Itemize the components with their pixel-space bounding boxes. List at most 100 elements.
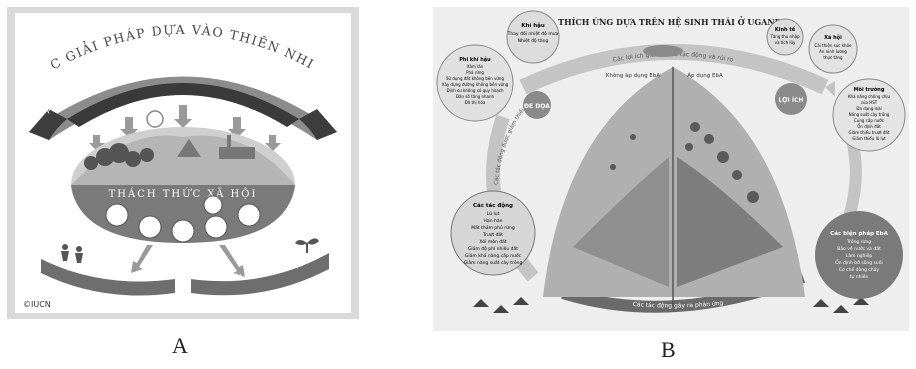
environment-items: Khả năng chống chịu của HST Đa dạng loài…	[848, 94, 891, 141]
eba-measures-title: Các biện pháp EbA	[830, 230, 888, 237]
non-climate-circle	[436, 44, 514, 122]
impacts-item-8: Giảm năng suất cây trồng	[464, 258, 523, 266]
impacts-title: Các tác động	[473, 202, 513, 209]
uganda-title: THÍCH ỨNG DỰA TRÊN HỆ SINH THÁI Ở UGANDA	[558, 17, 788, 27]
eba-item-5: Cơ chế dòng chảy	[839, 266, 880, 273]
social-item-3: thực tăng	[823, 55, 843, 60]
threat-circle	[523, 91, 551, 119]
panel-a-svg: CÁC GIẢI PHÁP DỰA VÀO THIÊN NHIÊN Phục h…	[7, 7, 351, 313]
environment-item-5: Cung cấp nước	[854, 118, 884, 123]
impacts-item-6: Giảm độ phì nhiêu đất	[468, 245, 518, 252]
restored-slope	[677, 157, 783, 287]
impacts-item-3: Mất thảm phủ rừng	[471, 224, 515, 231]
non-climate-items: Xâm lấn Phá rừng Sử dụng đất không bền v…	[442, 64, 509, 105]
arc-segment-left	[29, 109, 67, 140]
non-climate-item-4: Xây dựng đường không bền vững	[442, 82, 509, 87]
trees-icon	[610, 122, 759, 203]
challenge-icons	[105, 195, 261, 243]
degraded-slope	[573, 157, 669, 287]
non-climate-title: Phi khí hậu	[459, 56, 491, 63]
non-climate-item-6: Dân số tăng nhanh	[456, 94, 495, 99]
arc-item-3: Cơ sở hạ tầng	[163, 65, 213, 75]
trees-icon	[84, 143, 154, 170]
environment-circle	[832, 78, 906, 152]
climate-item-2: Nhiệt độ tăng	[518, 37, 549, 44]
economic-title: Kinh tế	[775, 26, 796, 33]
arc-band	[29, 76, 337, 140]
eba-item-1: Trồng rừng	[846, 237, 871, 245]
social-item-1: Cải thiện sức khỏe	[815, 43, 852, 48]
chimney-icon	[227, 135, 231, 147]
benefit-label: LỢI ÍCH	[778, 96, 803, 104]
climate-circle	[506, 10, 560, 64]
challenges-title: THÁCH THỨC XÃ HỘI	[109, 188, 258, 200]
social-circle	[808, 24, 858, 74]
economic-circle	[766, 18, 804, 56]
eba-item-4: Ổn định bờ sông suối	[835, 258, 883, 266]
economic-item-1: Tăng thu nhập	[769, 34, 800, 39]
eba-measures-items: Trồng rừng Bảo vệ nước và đất Lâm nghiệp…	[835, 237, 883, 280]
subtitle-band	[67, 83, 299, 127]
impacts-item-7: Giảm khả năng cấp nước	[465, 252, 522, 259]
huts-icon	[473, 297, 869, 313]
impacts-circle	[450, 190, 536, 276]
climate-item-1: Thay đổi nhiệt độ mưa	[507, 30, 559, 37]
challenge-icon-5	[237, 203, 261, 227]
non-climate-item-2: Phá rừng	[466, 70, 484, 75]
environment-item-1: Khả năng chống chịu	[848, 94, 891, 99]
impacts-item-1: Lũ lụt	[487, 211, 500, 217]
iucn-credit: ©IUCN	[23, 300, 51, 309]
non-climate-item-5: Định cư không có quy hoạch	[446, 88, 503, 93]
wellbeing-band	[41, 259, 175, 296]
label-a: A	[172, 333, 188, 358]
arc-segment-right	[299, 109, 337, 140]
with-eba-label: Áp dụng EbA	[687, 72, 723, 79]
without-eba-label: Không áp dụng EbA	[606, 72, 660, 79]
outcome-arrows	[131, 245, 245, 277]
panel-b-diagram: THÍCH ỨNG DỰA TRÊN HỆ SINH THÁI Ở UGANDA…	[433, 7, 909, 331]
landscape-mound	[543, 67, 805, 297]
down-arrows	[89, 105, 281, 151]
environment-item-2: của HST	[861, 100, 878, 105]
challenges-area	[71, 185, 295, 243]
challenge-icon-4	[204, 215, 228, 239]
environment-item-8: Giảm thiểu lũ lụt	[852, 136, 886, 141]
top-arrow-head	[825, 81, 835, 97]
eba-item-3: Lâm nghiệp	[846, 252, 873, 259]
challenge-icon-2	[138, 215, 162, 239]
climate-title: Khí hậu	[521, 22, 545, 29]
threat-label: ĐE DỌA	[524, 103, 550, 110]
impacts-item-2: Hạn hán	[484, 217, 503, 224]
impacts-item-4: Trượt đất	[482, 231, 503, 238]
environment-item-3: Đa dạng loài	[856, 106, 881, 111]
people-icon	[61, 244, 83, 263]
eba-item-6: tự nhiên	[850, 273, 869, 280]
non-climate-item-7: Đô thị hóa	[465, 100, 486, 105]
sun-icon	[146, 110, 164, 128]
environment-item-6: Ổn định đất	[857, 124, 881, 129]
economic-item-2: và tích lũy	[775, 40, 796, 45]
biodiversity-band	[191, 253, 329, 296]
non-climate-item-1: Xâm lấn	[467, 64, 484, 69]
impacts-item-5: Xói mòn đất	[479, 238, 507, 245]
environment-title: Môi trường	[854, 86, 885, 93]
social-title: Xã hội	[824, 34, 842, 41]
environment-item-7: Giảm thiểu trượt đất	[849, 130, 890, 135]
eba-measures-circle	[815, 211, 903, 299]
challenge-icon-6	[203, 195, 223, 215]
benefit-circle	[775, 83, 807, 115]
bottom-arrow-label: Các tác động gây ra phản ứng	[632, 300, 723, 310]
social-item-2: An ninh lương	[819, 49, 847, 54]
impacts-items: Lũ lụt Hạn hán Mất thảm phủ rừng Trượt đ…	[464, 211, 523, 266]
label-b: B	[661, 337, 676, 362]
challenge-icon-3	[171, 219, 195, 243]
cloud-icon	[643, 45, 683, 57]
plant-icon	[295, 238, 319, 253]
mountain-icon	[177, 139, 201, 157]
environment-item-4: Năng suất cây trồng	[849, 112, 890, 117]
non-climate-item-3: Sử dụng đất không bền vững	[446, 76, 504, 81]
eba-item-2: Bảo vệ nước và đất	[837, 245, 881, 252]
factory-icon	[219, 147, 255, 159]
panel-a-diagram: CÁC GIẢI PHÁP DỰA VÀO THIÊN NHIÊN Phục h…	[7, 7, 359, 319]
panel-b-svg: THÍCH ỨNG DỰA TRÊN HỆ SINH THÁI Ở UGANDA…	[436, 10, 906, 313]
